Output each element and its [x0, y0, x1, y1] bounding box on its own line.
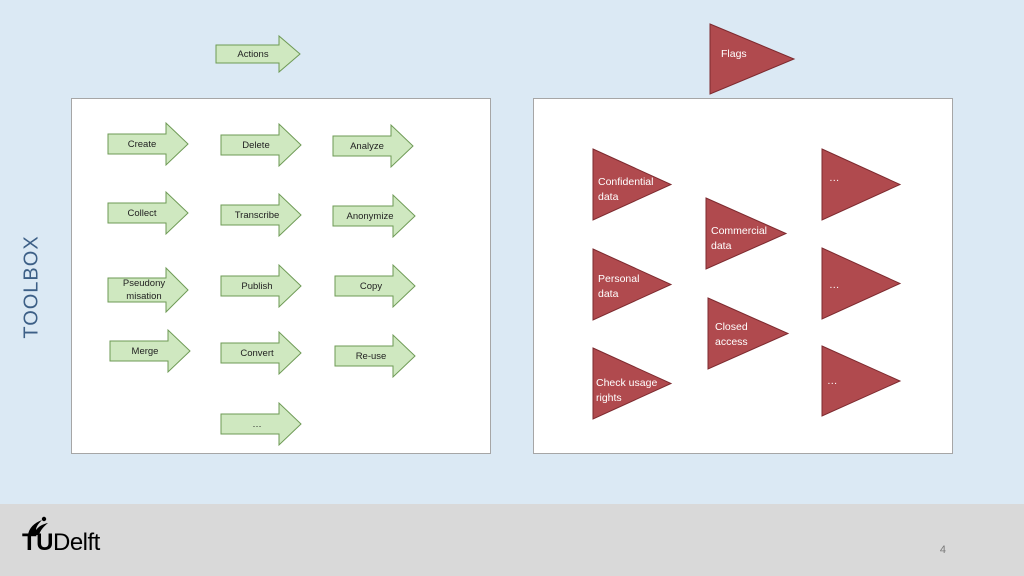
action-arrow-copy: Copy	[334, 263, 416, 309]
flag-label-more-1: …	[829, 172, 840, 184]
flag-shape	[709, 23, 796, 95]
page-number: 4	[939, 544, 946, 556]
flag-label-closed-access: Closed access	[715, 321, 748, 348]
footer-bar: TUDelft 4	[0, 504, 1024, 576]
action-label-pseudonymisation: Pseudony misation	[122, 278, 166, 302]
flag-commercial-data: Commercial data	[705, 197, 788, 270]
action-arrow-pseudonymisation: Pseudony misation	[107, 266, 189, 314]
logo-tu-text: TU	[22, 529, 54, 556]
action-label-create: Create	[127, 138, 157, 150]
flag-label-personal-data: Personal data	[598, 273, 640, 300]
action-arrow-delete: Delete	[220, 122, 302, 168]
flag-more-1: …	[821, 148, 902, 221]
action-arrow-analyze: Analyze	[332, 123, 414, 169]
action-label-convert: Convert	[240, 347, 274, 359]
action-label-analyze: Analyze	[350, 140, 384, 152]
flag-closed-access: Closed access	[707, 297, 790, 370]
legend-flags-triangle: Flags	[709, 23, 796, 95]
action-label-collect: Collect	[127, 207, 157, 219]
action-label-more: …	[252, 418, 262, 430]
action-label-transcribe: Transcribe	[234, 209, 280, 221]
action-arrow-more: …	[220, 401, 302, 447]
logo-delft-text: Delft	[53, 529, 100, 556]
legend-actions-label: Actions	[237, 48, 269, 60]
action-label-publish: Publish	[241, 280, 273, 292]
flag-check-usage-rights: Check usage rights	[592, 347, 673, 420]
legend-actions-arrow: Actions	[215, 34, 301, 74]
flag-label-more-3: …	[827, 375, 838, 387]
action-label-reuse: Re-use	[355, 350, 387, 362]
action-arrow-anonymize: Anonymize	[332, 193, 416, 239]
action-arrow-reuse: Re-use	[334, 333, 416, 379]
action-arrow-publish: Publish	[220, 263, 302, 309]
arrow-shape	[215, 34, 301, 74]
action-arrow-collect: Collect	[107, 190, 189, 236]
action-arrow-create: Create	[107, 121, 189, 167]
tu-delft-logo: TUDelft	[22, 516, 132, 562]
action-arrow-transcribe: Transcribe	[220, 192, 302, 238]
flag-label-more-2: …	[829, 279, 840, 291]
flag-confidential-data: Confidential data	[592, 148, 673, 221]
flag-more-3: …	[821, 345, 902, 417]
flame-icon	[28, 516, 48, 535]
flag-label-commercial-data: Commercial data	[711, 225, 768, 252]
action-label-anonymize: Anonymize	[346, 210, 394, 222]
flag-label-check-usage-rights: Check usage rights	[596, 377, 658, 404]
action-arrow-merge: Merge	[109, 328, 191, 374]
action-label-merge: Merge	[131, 345, 159, 357]
flag-label-confidential-data: Confidential data	[598, 176, 654, 203]
flag-personal-data: Personal data	[592, 248, 673, 321]
action-label-copy: Copy	[359, 280, 383, 292]
toolbox-title: TOOLBOX	[20, 235, 43, 339]
action-label-delete: Delete	[242, 139, 270, 151]
flag-more-2: …	[821, 247, 902, 320]
action-arrow-convert: Convert	[220, 330, 302, 376]
legend-flags-label: Flags	[721, 48, 747, 60]
